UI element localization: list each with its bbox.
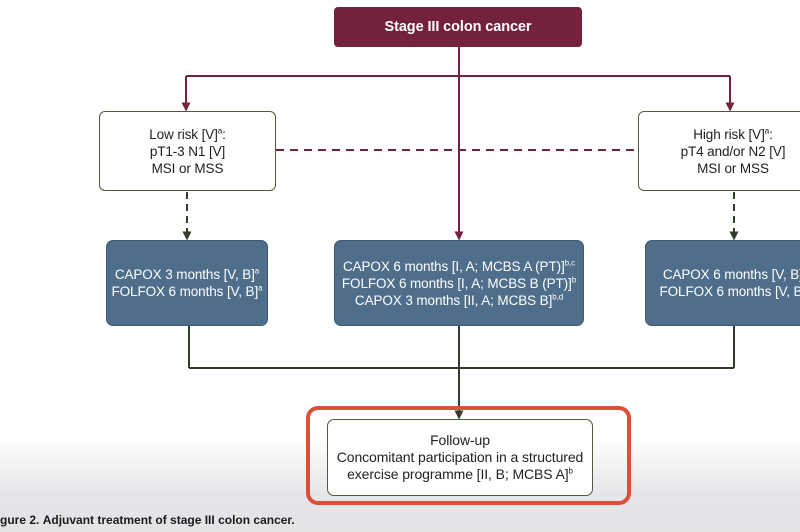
- figure-caption-label: gure 2.: [0, 513, 40, 527]
- mid-treatment-line1: CAPOX 6 months [I, A; MCBS A (PT)]b,c: [342, 258, 576, 274]
- low-risk-line2: pT1-3 N1 [V]: [149, 143, 226, 159]
- followup-highlight-outline: [306, 406, 631, 505]
- high-risk-line2: pT4 and/or N2 [V]: [680, 143, 786, 159]
- mid-treatment-line3: CAPOX 3 months [II, A; MCBS B]b,d: [354, 292, 564, 308]
- high-treatment-line1: CAPOX 6 months [V, B]a: [662, 267, 800, 282]
- general-treatment-box: CAPOX 6 months [I, A; MCBS A (PT)]b,c FO…: [334, 240, 584, 326]
- low-risk-sup: a: [217, 126, 223, 135]
- low-risk-box: Low risk [V]a: pT1-3 N1 [V] MSI or MSS: [99, 111, 276, 191]
- root-node-stage-iii: Stage III colon cancer: [334, 7, 582, 47]
- high-risk-line3: MSI or MSS: [697, 160, 769, 176]
- high-risk-line1: High risk [V]a:: [693, 126, 773, 142]
- high-risk-treatment-box: CAPOX 6 months [V, B]a FOLFOX 6 months […: [645, 240, 800, 326]
- low-treatment-line1: CAPOX 3 months [V, B]a: [114, 266, 260, 282]
- root-node-label: Stage III colon cancer: [384, 18, 532, 35]
- low-risk-line3: MSI or MSS: [151, 160, 224, 176]
- followup-line1: Follow-up: [430, 432, 490, 448]
- figure-caption-text: Adjuvant treatment of stage III colon ca…: [42, 513, 295, 527]
- high-risk-sup: a: [764, 126, 770, 135]
- low-treatment-line2: FOLFOX 6 months [V, B]a: [111, 283, 263, 299]
- followup-line3: exercise programme [II, B; MCBS A]b: [347, 466, 573, 482]
- figure-caption: gure 2. Adjuvant treatment of stage III …: [0, 512, 295, 528]
- low-risk-treatment-box: CAPOX 3 months [V, B]a FOLFOX 6 months […: [106, 240, 268, 326]
- low-risk-line1: Low risk [V]a:: [149, 126, 226, 142]
- high-treatment-line2: FOLFOX 6 months [V, B]a: [659, 284, 800, 299]
- high-risk-box: High risk [V]a: pT4 and/or N2 [V] MSI or…: [638, 111, 800, 191]
- followup-line2: Concomitant participation in a structure…: [336, 449, 584, 465]
- followup-box: Follow-up Concomitant participation in a…: [327, 419, 593, 496]
- mid-treatment-line2: FOLFOX 6 months [I, A; MCBS B (PT)]b: [341, 275, 577, 291]
